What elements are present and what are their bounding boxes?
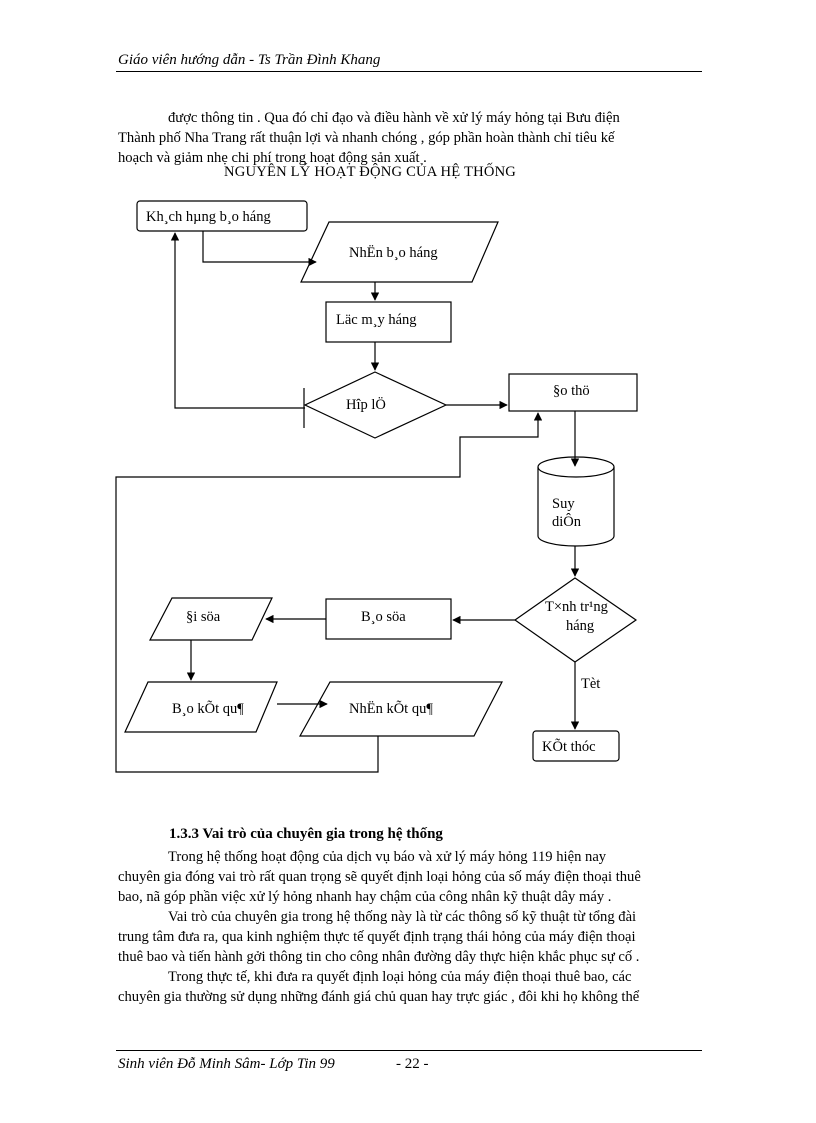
receive-report-label: NhËn b¸o háng [349,244,438,261]
measure-label: §o thö [553,383,590,399]
page-header: Giáo viên hướng dẫn - Ts Trần Đình Khang [118,52,381,68]
valid-decision [303,371,448,439]
section-line-8: chuyên gia thường sử dụng những đánh giá… [118,989,640,1005]
report-result-label: B¸o kÕt qu¶ [172,700,244,717]
section-line-5: trung tâm đưa ra, qua kinh nghiệm thực t… [118,929,636,945]
end-label: KÕt thóc [542,738,596,755]
page-number: - 22 - [396,1056,429,1072]
go-repair-label: §i söa [186,609,221,625]
go-repair-parallelogram [149,597,273,641]
customer-box [136,200,308,232]
intro-line-1: được thông tin . Qua đó chỉ đạo và điều … [168,110,620,126]
report-result-parallelogram [124,681,278,733]
intro-line-2: Thành phố Nha Trang rất thuận lợi và nha… [118,130,615,146]
customer-label: Kh¸ch hµng b¸o háng [146,209,271,225]
receive-result-label: NhËn kÕt qu¶ [349,700,433,717]
section-line-1: Trong hệ thống hoạt động của dịch vụ báo… [168,849,607,865]
infer-label-1: Suy [552,496,575,512]
section-line-7: Trong thực tế, khi đưa ra quyết định loạ… [168,969,632,985]
footer-author: Sinh viên Đỗ Minh Sâm- Lớp Tin 99 [118,1056,335,1072]
section-line-2: chuyên gia đóng vai trò rất quan trọng s… [118,869,641,885]
measure-box [508,373,638,412]
diagram-title: NGUYÊN LÝ HOẠT ĐỘNG CỦA HỆ THỐNG [224,164,517,180]
section-line-6: thuê bao và tiến hành gởi thông tin cho … [118,949,640,965]
repair-report-label: B¸o söa [361,609,406,625]
good-edge-label: Tèt [581,676,600,692]
fault-ticket-box [325,301,452,343]
determine-label-2: háng [566,618,594,634]
section-line-4: Vai trò của chuyên gia trong hệ thống nà… [168,909,637,925]
section-heading: 1.3.3 Vai trò của chuyên gia trong hệ th… [169,826,443,842]
determine-label-1: T×nh tr¹ng [545,599,608,615]
infer-cylinder [537,467,615,547]
valid-label: Hîp lÖ [346,396,386,413]
fault-ticket-label: Läc m¸y háng [336,312,417,328]
footer-rule [116,1050,702,1051]
end-box [532,730,620,762]
infer-label-2: diÔn [552,513,582,530]
receive-result-parallelogram [298,681,503,737]
section-line-3: bao, nã góp phần việc xử lý hỏng nhanh h… [118,889,612,905]
intro-line-3: hoạch và giảm nhẹ chi phí trong hoạt độn… [118,150,427,166]
header-rule [116,71,702,72]
